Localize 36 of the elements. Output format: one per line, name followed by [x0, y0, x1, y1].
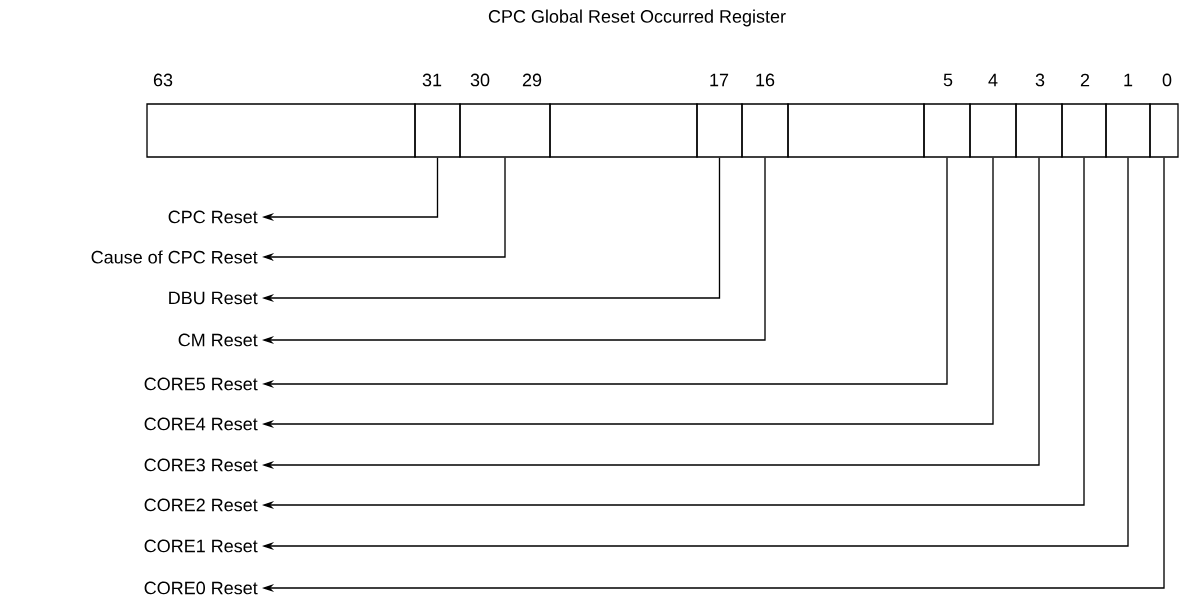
field-label: CPC Reset	[168, 210, 258, 224]
register-field	[1061, 103, 1107, 158]
register-field	[414, 103, 461, 158]
field-label: CORE3 Reset	[144, 458, 258, 472]
bit-number: 63	[153, 73, 173, 87]
register-field	[549, 103, 698, 158]
register-field	[146, 103, 416, 158]
register-field	[459, 103, 551, 158]
bit-number: 1	[1124, 73, 1133, 87]
register-field	[696, 103, 743, 158]
field-label: CORE2 Reset	[144, 498, 258, 512]
bit-number: 2	[1080, 73, 1090, 87]
register-field	[741, 103, 789, 158]
register-field	[969, 103, 1017, 158]
bit-number: 4	[988, 73, 998, 87]
field-label: CM Reset	[178, 333, 258, 347]
field-label: CORE1 Reset	[144, 539, 258, 553]
bit-number: 0	[1162, 73, 1172, 87]
register-field	[787, 103, 925, 158]
bit-number: 30	[470, 73, 490, 87]
field-label: DBU Reset	[169, 291, 258, 305]
field-label: Cause of CPC Reset	[91, 250, 258, 264]
title: CPC Global Reset Occurred Register	[488, 9, 786, 27]
field-label: CORE4 Reset	[144, 417, 258, 431]
bit-number: 3	[1035, 73, 1045, 87]
bit-number: 31	[422, 73, 442, 87]
register-field	[1015, 103, 1063, 158]
register-field	[1105, 103, 1151, 158]
field-label: CORE5 Reset	[144, 377, 258, 391]
bit-number: 16	[756, 73, 775, 87]
bit-number: 17	[710, 73, 729, 87]
register-field	[1149, 103, 1179, 158]
register-field	[923, 103, 971, 158]
field-label: CORE0 Reset	[144, 581, 258, 595]
bit-number: 29	[522, 73, 542, 87]
bit-number: 5	[943, 73, 953, 87]
